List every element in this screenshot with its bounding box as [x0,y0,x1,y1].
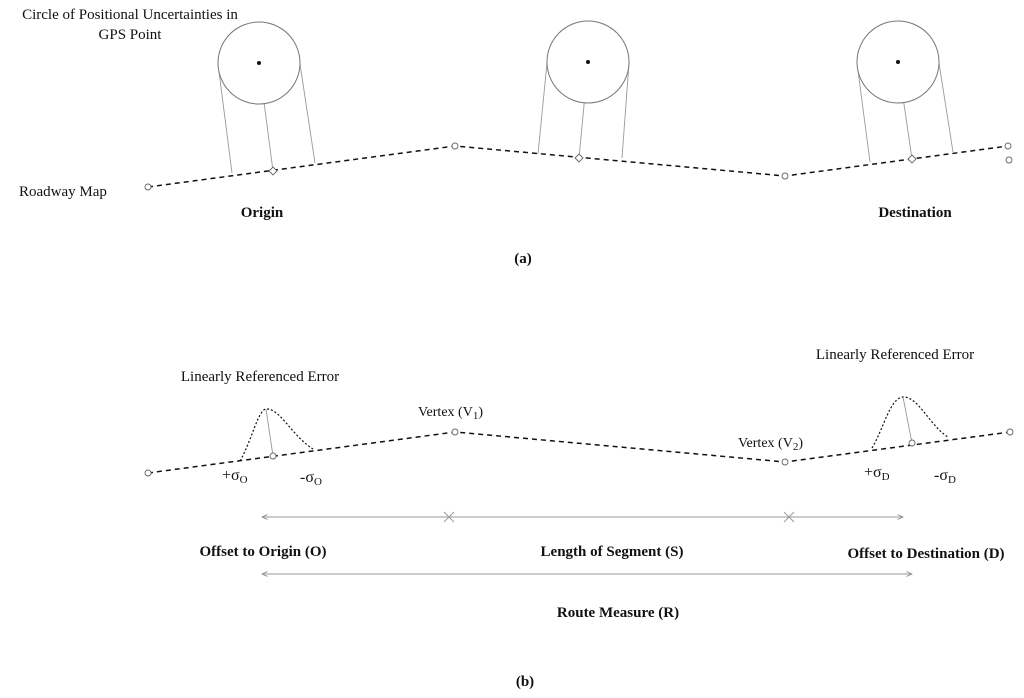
panel-b: Linearly Referenced Error Linearly Refer… [144,347,1014,690]
uncertainty-circle-middle [546,20,630,104]
destination-label: Destination [878,205,952,221]
sigma-origin-minus: -σO [300,469,322,488]
sigma-origin-plus: +σO [222,467,248,486]
roadway-nodes-b [144,428,1014,477]
circle-label-line1: Circle of Positional Uncertainties in [22,7,238,23]
panel-a: Circle of Positional Uncertainties in GP… [19,7,1013,267]
roadway-line-b [147,431,1011,474]
origin-label: Origin [241,205,284,221]
uncertainty-circle-destination [856,20,940,104]
caption-b: (b) [516,674,534,690]
vertex-1-label: Vertex (V1) [418,405,483,422]
error-curve-origin [239,408,314,462]
vertex-2-label: Vertex (V2) [738,436,803,453]
offset-destination-label: Offset to Destination (D) [847,546,1004,562]
route-measure-label: Route Measure (R) [557,605,679,621]
error-curve-destination [871,396,949,449]
caption-a: (a) [514,251,532,267]
roadway-line [147,145,1009,188]
roadway-label: Roadway Map [19,184,107,200]
roadway-nodes [144,142,1013,191]
error-label-right: Linearly Referenced Error [816,347,974,363]
error-label-left: Linearly Referenced Error [181,369,339,385]
segment-length-label: Length of Segment (S) [541,544,684,560]
projected-points [268,153,917,176]
offset-origin-label: Offset to Origin (O) [199,544,326,560]
segment-measure [262,511,903,523]
uncertainty-circle-origin [217,21,301,105]
circle-label-line2: GPS Point [99,27,163,43]
sigma-dest-plus: +σD [864,464,890,483]
sigma-dest-minus: -σD [934,467,956,486]
